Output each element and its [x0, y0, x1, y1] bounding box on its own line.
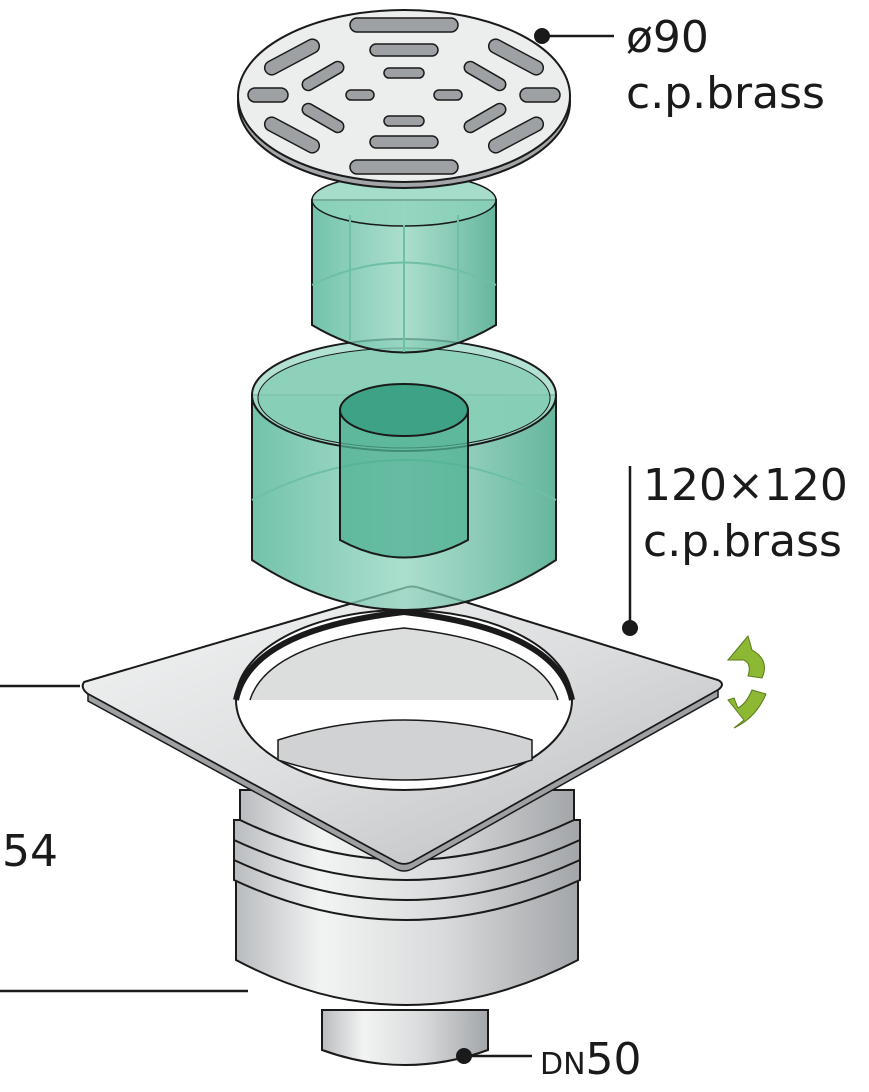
grate-diameter-label: ø90 — [626, 12, 709, 63]
frame-plate — [81, 585, 723, 872]
frame-material-label: c.p.brass — [643, 516, 842, 567]
insert-bell — [311, 173, 497, 354]
callout-outlet — [456, 1048, 532, 1064]
rotate-arrows-icon — [726, 634, 767, 729]
frame-size-label: 120×120 — [643, 460, 848, 511]
outlet-prefix: DN — [540, 1047, 586, 1082]
round-grate — [237, 9, 571, 189]
trap-cup — [251, 338, 557, 611]
grate-material-label: c.p.brass — [626, 68, 825, 119]
callout-grate — [534, 28, 614, 44]
outlet-size: 50 — [585, 1034, 642, 1085]
height-dimension-lines — [0, 684, 248, 993]
height-dimension-label: 54 — [2, 826, 58, 877]
outlet-size-label: DN50 — [540, 1034, 642, 1091]
callout-frame — [622, 466, 638, 636]
